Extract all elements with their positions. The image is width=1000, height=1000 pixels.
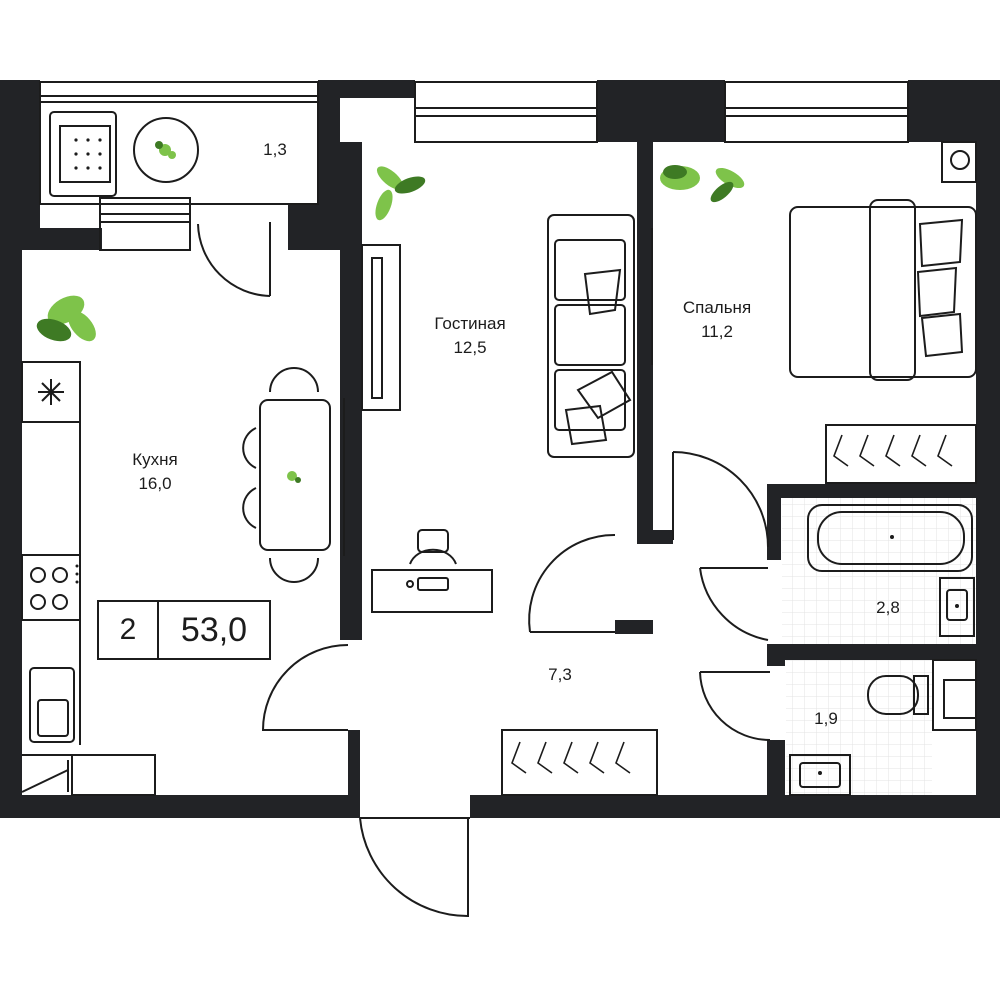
plant-icon xyxy=(36,141,745,483)
kitchen-area: 16,0 xyxy=(138,474,172,493)
bathroom-fixtures xyxy=(789,504,977,796)
room-count: 2 xyxy=(99,602,159,658)
doors xyxy=(197,222,771,918)
hangers xyxy=(511,434,953,774)
apartment-badge: 2 53,0 xyxy=(97,600,271,660)
balcony xyxy=(39,81,319,205)
armchair-dots xyxy=(74,138,102,170)
kitchen-counter xyxy=(21,361,156,796)
bathroom-area: 2,8 xyxy=(876,598,900,617)
balcony-area: 1,3 xyxy=(263,140,287,159)
bedroom-area: 11,2 xyxy=(701,322,733,341)
balcony-label: 1,3 xyxy=(240,138,310,162)
bedroom-furniture xyxy=(501,141,977,796)
wc-tiles xyxy=(786,660,932,796)
kitchen-name: Кухня xyxy=(132,450,178,469)
bedroom-label: Спальня 11,2 xyxy=(662,296,772,344)
wc-label: 1,9 xyxy=(786,707,866,731)
fixture-dots xyxy=(818,535,959,775)
windows xyxy=(99,81,909,251)
wc-area: 1,9 xyxy=(814,709,838,728)
dining-table xyxy=(242,367,345,583)
total-area: 53,0 xyxy=(180,610,248,649)
stove-knobs xyxy=(75,564,79,584)
walls xyxy=(0,80,1000,818)
living-furniture xyxy=(361,214,635,613)
kitchen-label: Кухня 16,0 xyxy=(100,448,210,496)
living-label: Гостиная 12,5 xyxy=(415,312,525,360)
living-area: 12,5 xyxy=(453,338,487,357)
hall-label: 7,3 xyxy=(520,663,600,687)
hall-area: 7,3 xyxy=(548,665,572,684)
living-name: Гостиная xyxy=(434,314,506,333)
bathroom-label: 2,8 xyxy=(848,596,928,620)
bedroom-name: Спальня xyxy=(682,298,752,317)
